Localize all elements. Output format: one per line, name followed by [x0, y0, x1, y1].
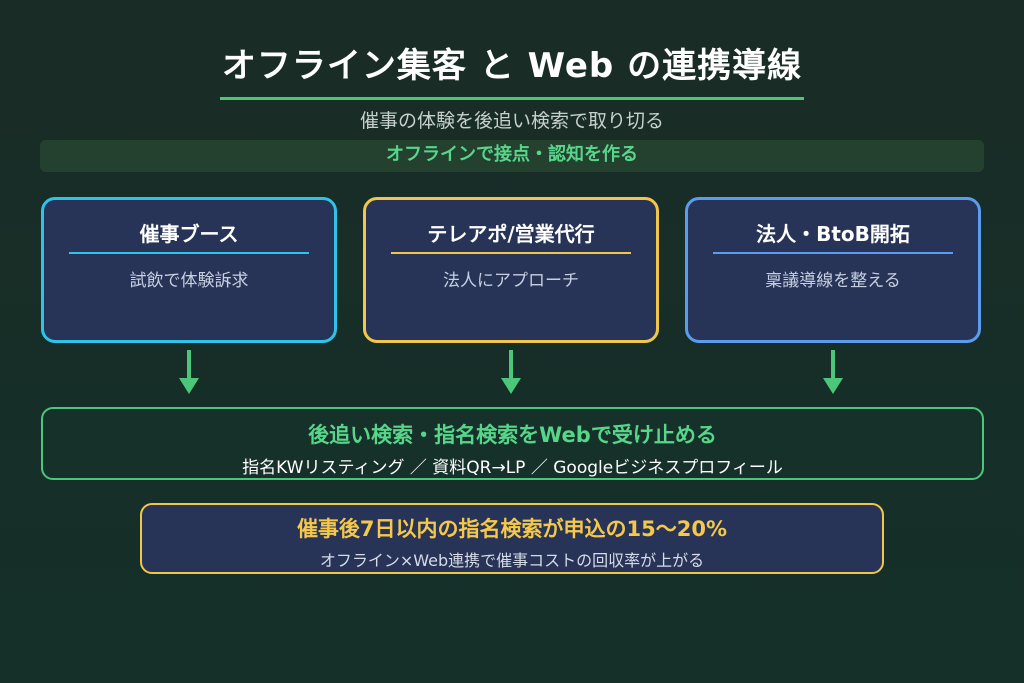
card-teleappo: テレアポ/営業代行 法人にアプローチ	[363, 197, 659, 343]
result-box: 催事後7日以内の指名検索が申込の15〜20% オフライン×Web連携で催事コスト…	[140, 503, 884, 574]
card-description: 法人にアプローチ	[443, 271, 579, 291]
card-divider	[69, 252, 309, 254]
down-arrow-icon	[501, 350, 521, 396]
title-wrap: オフライン集客 と Web の連携導線	[0, 38, 1024, 100]
card-title: テレアポ/営業代行	[427, 222, 595, 246]
card-title: 催事ブース	[139, 222, 239, 246]
page-subtitle: 催事の体験を後追い検索で取り切る	[359, 110, 664, 132]
result-subtitle: オフライン×Web連携で催事コストの回収率が上がる	[319, 551, 705, 570]
card-description: 試飲で体験訴求	[129, 271, 249, 291]
card-description: 稟議導線を整える	[765, 271, 901, 291]
down-arrow-icon	[179, 350, 199, 396]
card-divider	[391, 252, 631, 254]
card-btob: 法人・BtoB開拓 稟議導線を整える	[685, 197, 981, 343]
web-capture-title: 後追い検索・指名検索をWebで受け止める	[308, 423, 717, 447]
card-divider	[713, 252, 953, 254]
result-title: 催事後7日以内の指名検索が申込の15〜20%	[296, 517, 728, 541]
page-title: オフライン集客 と Web の連携導線	[219, 38, 805, 100]
down-arrow-icon	[823, 350, 843, 396]
web-capture-box: 後追い検索・指名検索をWebで受け止める 指名KWリスティング ／ 資料QR→L…	[41, 407, 984, 480]
offline-banner: オフラインで接点・認知を作る	[40, 140, 984, 172]
card-title: 法人・BtoB開拓	[756, 222, 910, 246]
card-event-booth: 催事ブース 試飲で体験訴求	[41, 197, 337, 343]
web-capture-detail: 指名KWリスティング ／ 資料QR→LP ／ Googleビジネスプロフィール	[242, 458, 783, 478]
